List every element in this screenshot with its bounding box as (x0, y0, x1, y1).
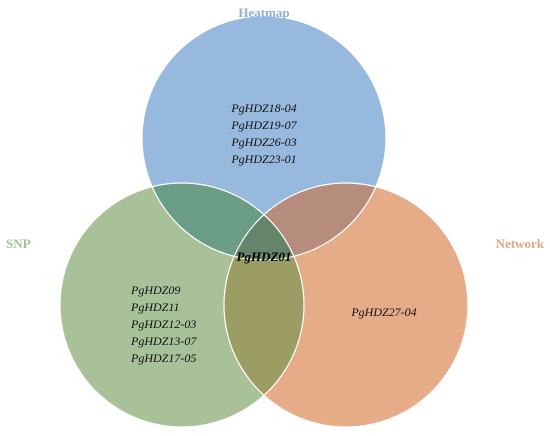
heatmap-gene: PgHDZ18-04 (230, 101, 296, 115)
snp-gene: PgHDZ09 (130, 283, 180, 297)
network-gene: PgHDZ27-04 (350, 305, 416, 319)
heatmap-gene: PgHDZ23-01 (230, 152, 296, 166)
snp-label: SNP (6, 236, 31, 251)
core-gene: PgHDZ01 (237, 249, 292, 264)
heatmap-gene: PgHDZ26-03 (230, 135, 296, 149)
heatmap-gene: PgHDZ19-07 (230, 118, 297, 132)
network-label: Network (496, 236, 545, 251)
snp-outline (59, 182, 305, 428)
snp-gene: PgHDZ12-03 (130, 317, 196, 331)
heatmap-label: Heatmap (238, 5, 289, 20)
snp-gene: PgHDZ13-07 (130, 334, 197, 348)
snp-gene: PgHDZ11 (130, 300, 179, 314)
snp-gene: PgHDZ17-05 (130, 351, 196, 365)
heatmap-outline (141, 15, 387, 261)
center-overlap (224, 183, 304, 260)
network-outline (223, 182, 469, 428)
